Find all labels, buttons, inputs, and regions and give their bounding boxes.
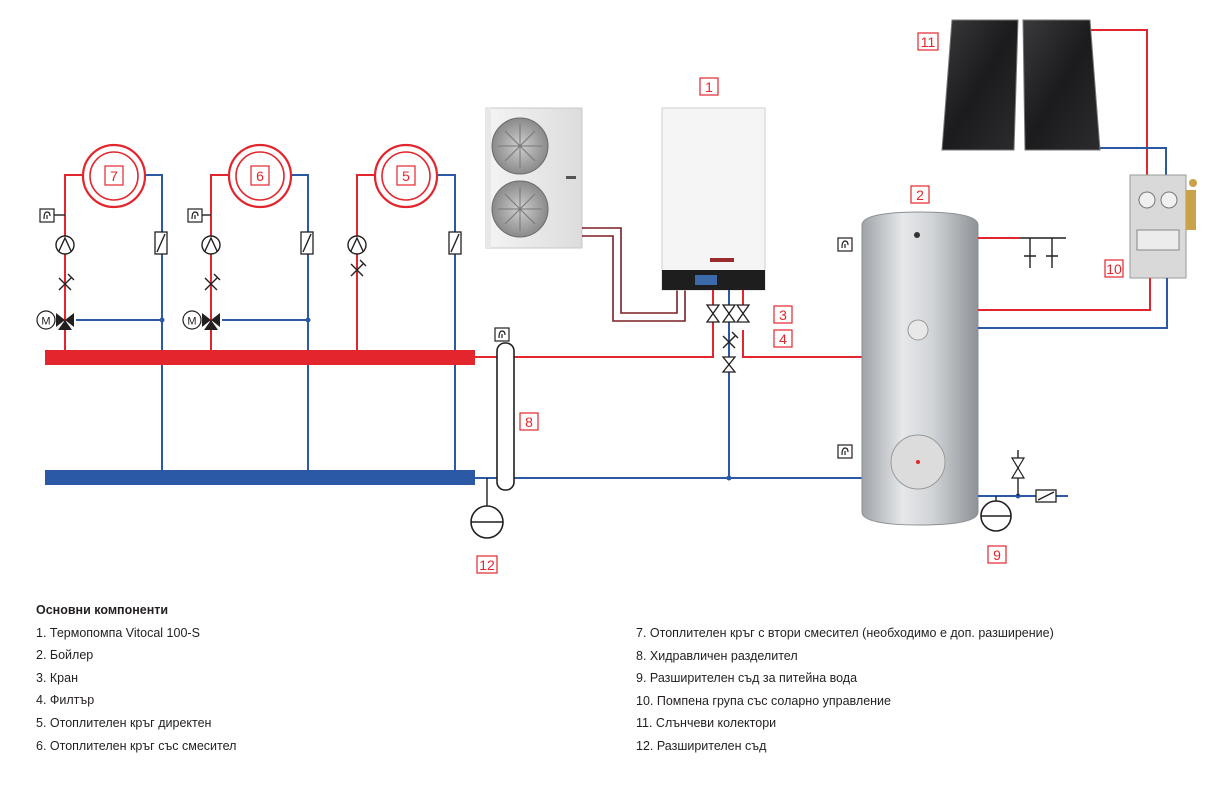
heating-circuit-6: 6 M	[182, 143, 314, 470]
safety-valve-icon	[1010, 457, 1026, 479]
filter-icon	[722, 331, 739, 349]
hydraulic-separator: 8	[475, 322, 862, 491]
supply-manifold	[45, 350, 475, 365]
legend-item: 8. Хидравличен разделител	[636, 648, 798, 663]
label-12: 12	[479, 557, 495, 573]
thermometer-icon	[494, 327, 510, 342]
heating-circuit-5: 5	[347, 143, 462, 470]
legend-item: 7. Отоплителен кръг с втори смесител (не…	[636, 626, 1054, 640]
thermometer-icon	[39, 208, 55, 223]
thermometer-icon	[837, 444, 853, 459]
legend-item: 10. Помпена група със соларно управление	[636, 693, 891, 708]
valve-icon	[721, 304, 737, 323]
check-valve-icon	[58, 273, 75, 291]
solar-controller	[1136, 229, 1180, 251]
outdoor-unit	[485, 107, 583, 249]
label-1: 1	[705, 79, 713, 95]
thermometer-icon	[837, 237, 853, 252]
legend-item: 2. Бойлер	[36, 648, 94, 663]
mixer-valve-icon	[56, 313, 65, 327]
heat-pump-indoor-unit: 1	[661, 77, 766, 291]
valve-icon	[705, 304, 721, 323]
legend-item: 1. Термопомпа Vitocal 100-S	[36, 625, 200, 640]
expansion-vessel: 12	[470, 478, 504, 574]
svg-text:M: M	[41, 316, 50, 328]
control-display	[695, 275, 717, 285]
dhw-boiler: 2	[837, 185, 979, 526]
legend-item: 11. Слънчеви колектори	[636, 716, 777, 731]
label-4: 4	[779, 331, 787, 347]
label-9: 9	[993, 547, 1001, 563]
legend-left: Основни компоненти 1. Термопомпа Vitocal…	[36, 599, 236, 757]
motor-icon	[182, 310, 202, 330]
solar-pump-group: 10	[978, 174, 1197, 329]
label-3: 3	[779, 307, 787, 323]
return-manifold	[45, 470, 475, 485]
legend-item: 9. Разширителен съд за питейна вода	[636, 671, 858, 686]
pump-icon	[201, 235, 221, 255]
hot-water-taps	[1020, 237, 1066, 268]
heating-system-diagram: 7 M 6	[36, 19, 1197, 574]
label-5: 5	[402, 168, 410, 184]
legend-item: 6. Отоплителен кръг със смесител	[36, 738, 237, 753]
valve-icon	[735, 304, 751, 323]
label-6: 6	[256, 168, 264, 184]
mixer-valve-icon	[202, 313, 211, 327]
legend-item: 5. Отоплителен кръг директен	[36, 715, 212, 730]
label-8: 8	[525, 414, 533, 430]
legend-item: 4. Филтър	[36, 693, 95, 708]
legend-item: 12. Разширителен съд	[636, 738, 767, 753]
heating-circuits: 7 M 6	[36, 143, 462, 470]
check-valve-icon	[204, 273, 221, 291]
cold-water-inlet: 9	[978, 450, 1068, 564]
heating-circuit-7: 7 M	[36, 143, 168, 470]
thermometer-icon	[187, 208, 203, 223]
valve-group: 3 4	[705, 290, 862, 481]
legend-right: 7. Отоплителен кръг с втори смесител (не…	[636, 622, 1054, 758]
legend-title: Основни компоненти	[36, 603, 169, 617]
gauge-icon	[1138, 191, 1156, 209]
label-10: 10	[1106, 261, 1122, 277]
label-7: 7	[110, 168, 118, 184]
check-valve-icon	[350, 259, 367, 277]
solar-collectors: 11	[917, 19, 1167, 175]
label-11: 11	[921, 34, 936, 50]
valve-icon	[721, 356, 737, 373]
label-2: 2	[916, 187, 924, 203]
gauge-icon	[1160, 191, 1178, 209]
pump-icon	[347, 235, 367, 255]
pump-icon	[55, 235, 75, 255]
legend-item: 3. Кран	[36, 670, 78, 685]
motor-icon	[36, 310, 56, 330]
svg-text:M: M	[187, 316, 196, 328]
